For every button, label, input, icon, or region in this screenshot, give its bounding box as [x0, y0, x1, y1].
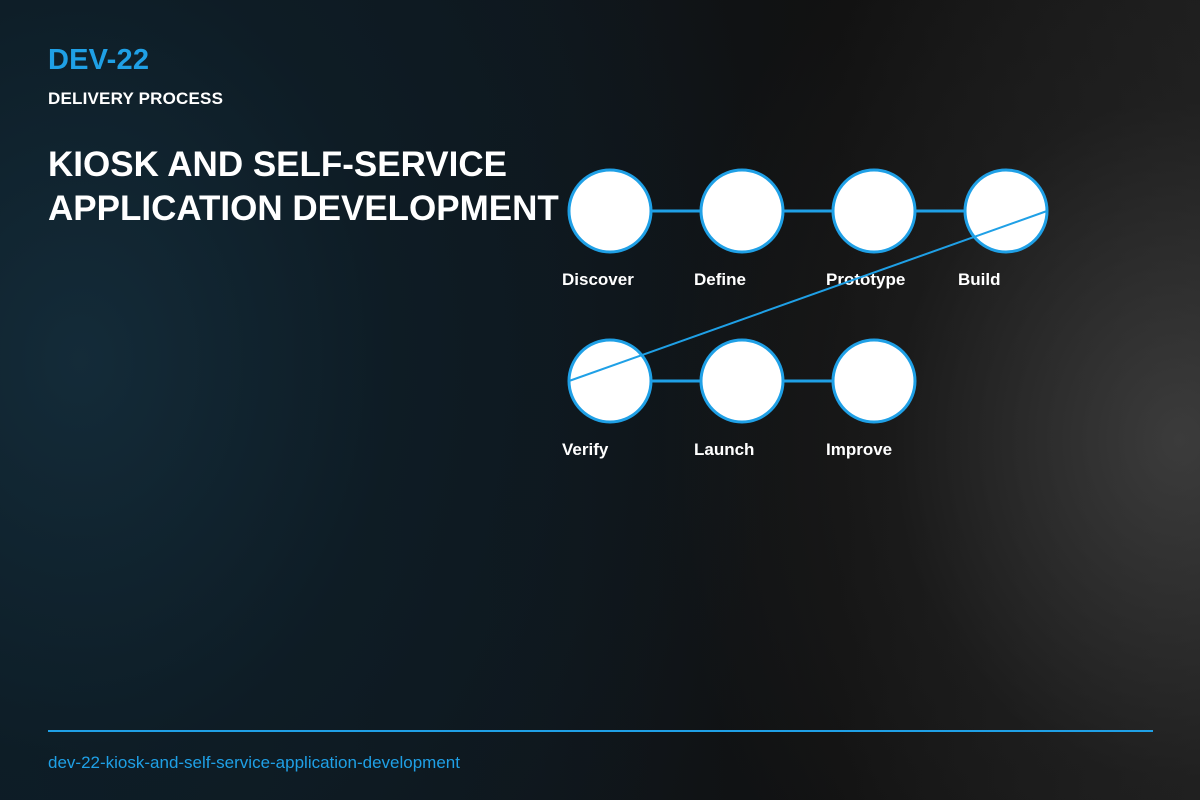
row-wrap-connector-layer: [568, 210, 1048, 382]
title-line-1: KIOSK AND SELF-SERVICE: [48, 145, 507, 184]
step-node-define: [699, 168, 785, 254]
title-line-2: APPLICATION DEVELOPMENT: [48, 189, 559, 228]
step-node-verify: [567, 338, 653, 424]
step-node-discover: [567, 168, 653, 254]
section-subtitle: DELIVERY PROCESS: [48, 89, 224, 108]
step-node-improve: [831, 338, 917, 424]
connector-build-verify: [568, 210, 1048, 382]
step-node-build: [963, 168, 1049, 254]
step-label-build: Build: [958, 270, 1001, 289]
step-label-discover: Discover: [562, 270, 634, 289]
step-label-prototype: Prototype: [826, 270, 905, 289]
process-connectors: [651, 209, 965, 383]
footer-divider: [48, 730, 1153, 732]
step-label-improve: Improve: [826, 440, 892, 459]
project-code: DEV-22: [48, 44, 150, 76]
step-node-launch: [699, 338, 785, 424]
page-title: KIOSK AND SELF-SERVICE APPLICATION DEVEL…: [48, 143, 688, 231]
step-label-verify: Verify: [562, 440, 609, 459]
step-label-launch: Launch: [694, 440, 754, 459]
step-label-define: Define: [694, 270, 746, 289]
footer-slug: dev-22-kiosk-and-self-service-applicatio…: [48, 753, 460, 772]
step-node-prototype: [831, 168, 917, 254]
